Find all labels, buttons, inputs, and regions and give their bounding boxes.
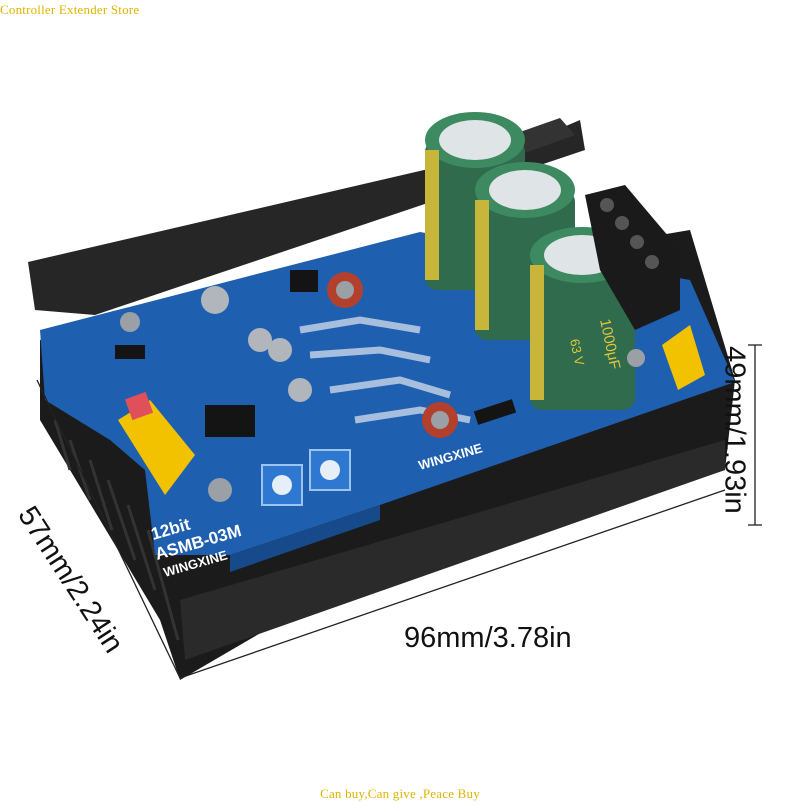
trim-pots xyxy=(261,449,351,506)
pin-header-left xyxy=(118,391,195,495)
pin-header-right xyxy=(662,325,705,390)
dimension-lines xyxy=(36,344,762,679)
screw-posts xyxy=(120,272,645,502)
small-components xyxy=(115,270,517,437)
cap-voltage: 63 V xyxy=(567,338,587,368)
capacitor-1 xyxy=(425,112,525,290)
terminal-block xyxy=(585,185,680,330)
watermark-bottom: Can buy,Can give ,Peace Buy xyxy=(320,786,480,801)
dimension-height: 49mm/1.93in xyxy=(718,346,751,514)
watermark-top: Controller Extender Store xyxy=(0,2,140,17)
dimension-width: 96mm/3.78in xyxy=(404,622,572,654)
